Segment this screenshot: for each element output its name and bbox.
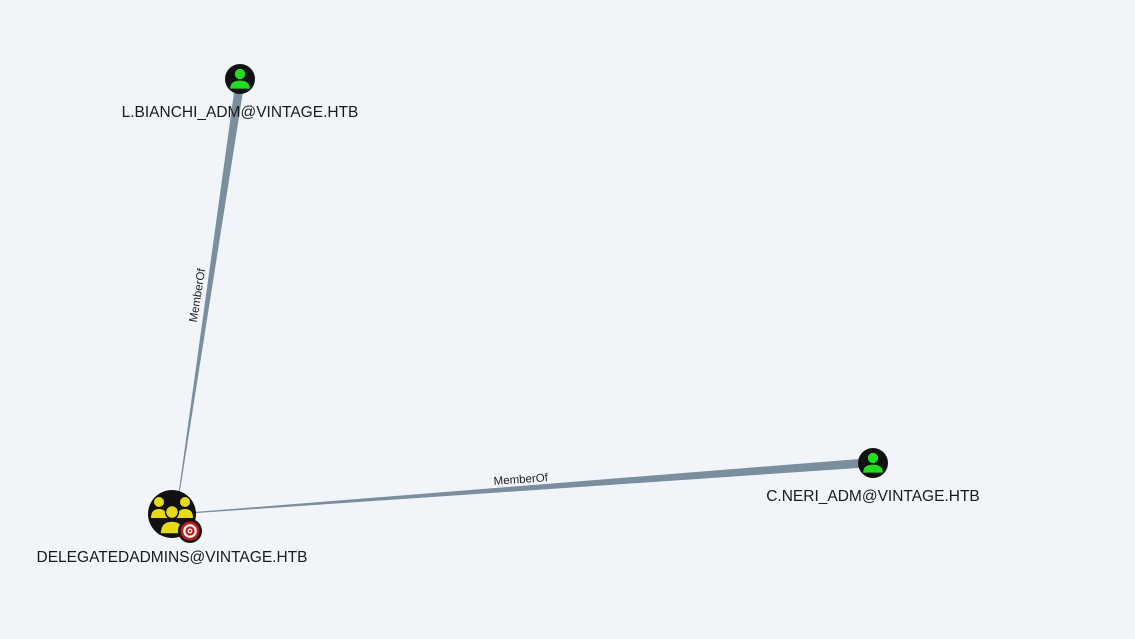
edge-neri-memberof[interactable]: MemberOf: [175, 458, 873, 515]
node-l-bianchi-adm[interactable]: L.BIANCHI_ADM@VINTAGE.HTB: [122, 64, 359, 121]
node-label-l-bianchi-adm: L.BIANCHI_ADM@VINTAGE.HTB: [122, 104, 359, 121]
node-label-delegatedadmins: DELEGATEDADMINS@VINTAGE.HTB: [37, 549, 308, 566]
target-icon: [178, 519, 202, 543]
user-icon: [863, 452, 883, 473]
edge-bianchi-line[interactable]: [175, 82, 245, 514]
node-c-neri-adm[interactable]: C.NERI_ADM@VINTAGE.HTB: [766, 448, 980, 505]
edge-neri-line[interactable]: [175, 458, 873, 515]
edge-bianchi-memberof[interactable]: MemberOf: [175, 82, 245, 514]
user-icon: [230, 68, 250, 89]
edge-neri-label: MemberOf: [493, 472, 549, 488]
node-delegatedadmins[interactable]: DELEGATEDADMINS@VINTAGE.HTB: [37, 490, 308, 566]
group-icon: [151, 497, 193, 535]
node-label-c-neri-adm: C.NERI_ADM@VINTAGE.HTB: [766, 488, 980, 505]
